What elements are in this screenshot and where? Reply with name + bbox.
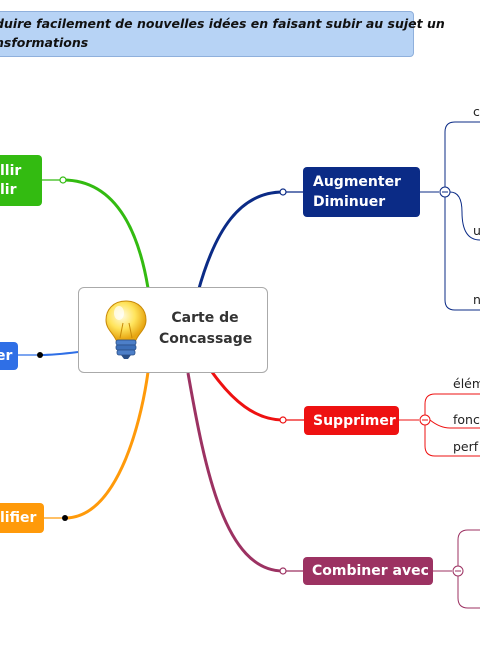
topic-left-top[interactable]: llir lir bbox=[0, 155, 42, 206]
banner-text-line-2: nsformations bbox=[0, 35, 89, 50]
topic-left-bottom-label: lifier bbox=[0, 510, 37, 526]
connector-combiner bbox=[186, 372, 284, 573]
subtopic-supprimer-3[interactable]: perf bbox=[453, 439, 479, 454]
child-connector-combiner-bottom bbox=[457, 576, 480, 609]
banner-text-line-1: duire facilement de nouvelles idées en f… bbox=[0, 16, 445, 31]
topic-augmenter-diminuer[interactable]: Augmenter Diminuer bbox=[303, 167, 420, 217]
central-topic[interactable]: Carte de Concassage bbox=[78, 287, 268, 373]
connector-left-bot bbox=[64, 371, 150, 520]
central-topic-title: Carte de Concassage bbox=[159, 308, 253, 350]
connector-supprimer bbox=[210, 371, 284, 422]
connector-dot-augmenter bbox=[279, 188, 287, 196]
topic-left-top-line-2: lir bbox=[0, 181, 17, 198]
topic-combiner-label: Combiner avec bbox=[312, 563, 429, 579]
topic-left-top-line-1: llir bbox=[0, 162, 22, 179]
child-connector-augmenter-u bbox=[449, 191, 480, 241]
connector-augmenter bbox=[196, 190, 284, 293]
child-connector-augmenter-ca bbox=[444, 121, 480, 187]
topic-supprimer[interactable]: Supprimer bbox=[304, 406, 399, 435]
connector-dot-supprimer bbox=[279, 416, 287, 424]
connector-dot-left-mid bbox=[37, 352, 43, 358]
child-connector-supprimer-fonc bbox=[429, 419, 480, 429]
subtopic-augmenter-1[interactable]: ca bbox=[473, 104, 480, 119]
connector-dot-combiner bbox=[279, 567, 287, 575]
connector-left-mid bbox=[39, 351, 79, 356]
connector-dot-left-bot bbox=[62, 515, 68, 521]
connector-dot-left-top bbox=[59, 176, 67, 184]
lightbulb-icon bbox=[105, 300, 147, 359]
topic-augmenter-line-1: Augmenter bbox=[313, 174, 401, 190]
child-connector-supprimer-perf bbox=[424, 425, 480, 457]
topic-left-bottom[interactable]: lifier bbox=[0, 503, 44, 533]
connector-left-top bbox=[62, 178, 150, 289]
subtopic-augmenter-3[interactable]: n bbox=[473, 292, 480, 307]
topic-augmenter-line-2: Diminuer bbox=[313, 194, 386, 210]
topic-banner[interactable]: duire facilement de nouvelles idées en f… bbox=[0, 11, 445, 57]
child-connector-supprimer-elem bbox=[424, 393, 480, 415]
topic-supprimer-label: Supprimer bbox=[313, 412, 396, 429]
subtopic-supprimer-2[interactable]: fonc bbox=[453, 412, 480, 427]
central-title-line-1: Carte de bbox=[171, 310, 239, 326]
topic-left-middle-label: er bbox=[0, 348, 13, 364]
subtopic-augmenter-2[interactable]: u bbox=[473, 223, 480, 238]
child-connector-combiner-top bbox=[457, 529, 480, 566]
child-connector-augmenter-n bbox=[444, 197, 480, 311]
subtopic-supprimer-1[interactable]: élém bbox=[453, 376, 480, 391]
central-title-line-2: Concassage bbox=[159, 331, 253, 347]
topic-combiner-avec[interactable]: Combiner avec bbox=[303, 557, 433, 585]
topic-left-middle[interactable]: er bbox=[0, 342, 18, 370]
